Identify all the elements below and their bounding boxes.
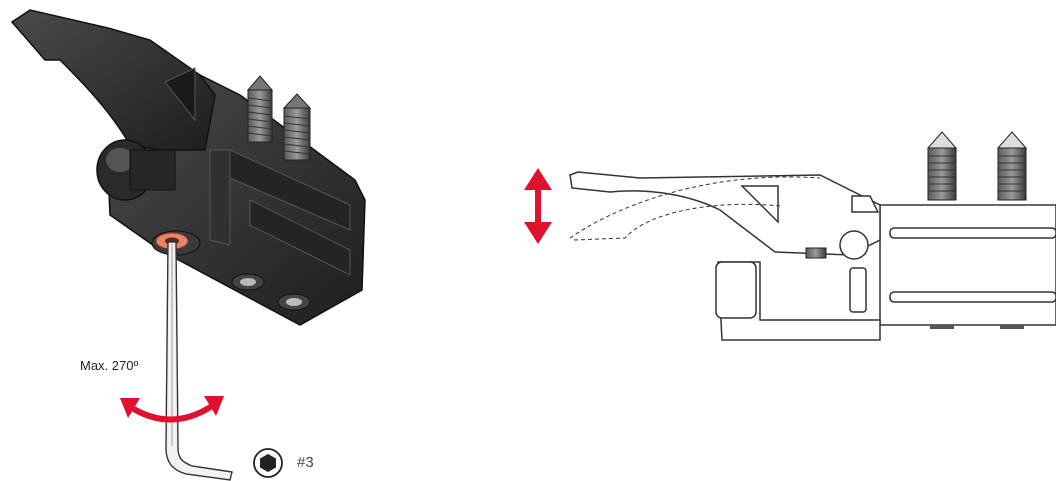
side-window-tall — [849, 267, 867, 313]
side-safety-knob — [715, 261, 757, 319]
side-window-small — [851, 195, 880, 213]
hex-key — [165, 241, 233, 481]
side-slot-lower — [889, 291, 1056, 303]
safety-knob — [96, 139, 176, 201]
side-bottom-nubs — [930, 325, 1024, 329]
side-pivot — [839, 230, 869, 260]
housing-slot — [164, 67, 196, 122]
side-spring — [805, 247, 827, 259]
trigger-side-view — [569, 171, 1056, 341]
side-slot-upper — [889, 227, 1056, 239]
rotation-limit-label: Max. 270º — [80, 358, 139, 373]
side-window-triangle — [740, 185, 779, 224]
adjustment-screw-1 — [246, 75, 274, 143]
side-lower-block — [717, 261, 881, 341]
housing-side — [209, 149, 231, 246]
adjustment-screw-2 — [282, 93, 312, 161]
trigger-assembly-3d — [10, 9, 366, 326]
trigger-travel-outline — [569, 176, 821, 241]
bottom-screw-1 — [231, 273, 265, 291]
side-housing — [879, 204, 1056, 326]
side-screw-1 — [926, 131, 958, 201]
hexagon-icon — [253, 448, 283, 478]
housing-rail-lower — [249, 199, 351, 276]
vertical-double-arrow-icon — [524, 168, 552, 244]
side-trigger-blade — [569, 171, 881, 256]
curved-double-arrow-icon — [120, 396, 224, 423]
bottom-screw-2 — [277, 293, 311, 311]
side-screw-2 — [996, 131, 1028, 201]
hex-key-size-label: #3 — [297, 454, 314, 471]
